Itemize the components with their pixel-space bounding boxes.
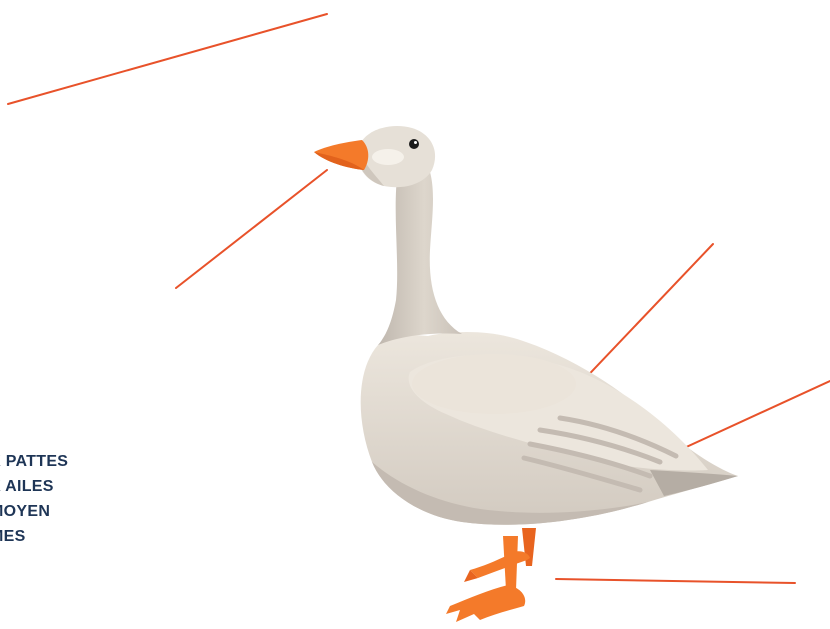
pointer-line-top [8, 14, 327, 104]
goose-near-leg [503, 536, 518, 590]
goose-near-foot [446, 585, 525, 622]
label-pattes: X PATTES [0, 449, 68, 474]
goose-illustration [314, 126, 738, 622]
goose-far-foot [470, 551, 530, 578]
pointer-line-feet [556, 579, 795, 583]
goose-label-list: X PATTES X AILES MOYEN MES [0, 449, 68, 549]
label-mes: MES [0, 524, 68, 549]
goose-eye [409, 139, 419, 149]
pointer-line-beak [176, 170, 327, 288]
label-moyen: MOYEN [0, 499, 68, 524]
label-ailes: X AILES [0, 474, 68, 499]
